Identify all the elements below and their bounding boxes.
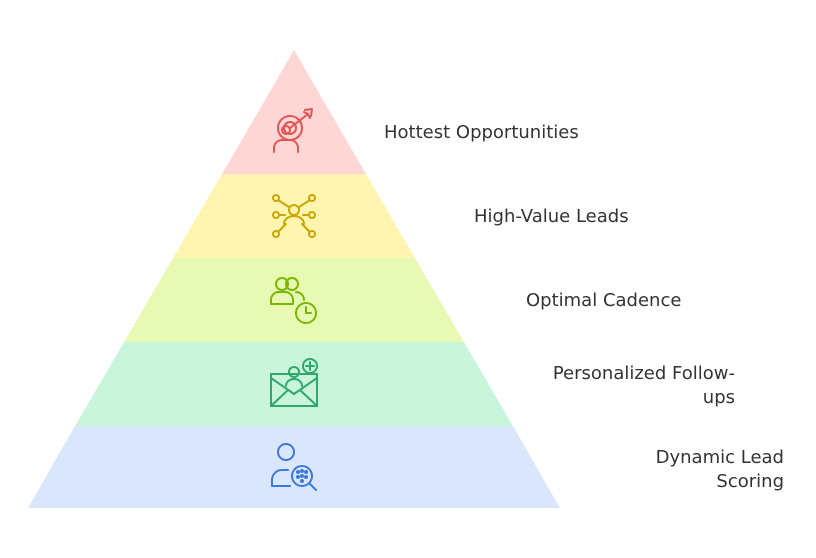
tier-4-segment [75, 342, 513, 426]
target-user-icon [268, 108, 320, 160]
tier-4-label-line-1: Personalized Follow- [552, 363, 735, 384]
tier-5-label-line-1: Dynamic Lead [655, 447, 784, 468]
tier-1-label: Hottest Opportunities [384, 121, 579, 145]
network-user-icon [268, 190, 320, 242]
tier-1-label-text: Hottest Opportunities [384, 122, 579, 143]
tier-4-label-line-2: ups [702, 387, 735, 408]
user-search-icon [268, 440, 320, 492]
tier-5-label-line-2: Scoring [716, 471, 784, 492]
tier-2-label-text: High-Value Leads [474, 206, 629, 227]
tier-4-label: Personalized Follow- ups [553, 362, 735, 410]
tier-2-label: High-Value Leads [474, 205, 629, 229]
tier-5-segment [28, 426, 560, 508]
mail-user-add-icon [268, 356, 320, 408]
users-clock-icon [268, 274, 320, 326]
tier-5-label: Dynamic Lead Scoring [656, 446, 784, 494]
tier-3-label: Optimal Cadence [526, 289, 681, 313]
tier-3-label-text: Optimal Cadence [526, 290, 682, 311]
tier-1-segment [222, 50, 366, 174]
